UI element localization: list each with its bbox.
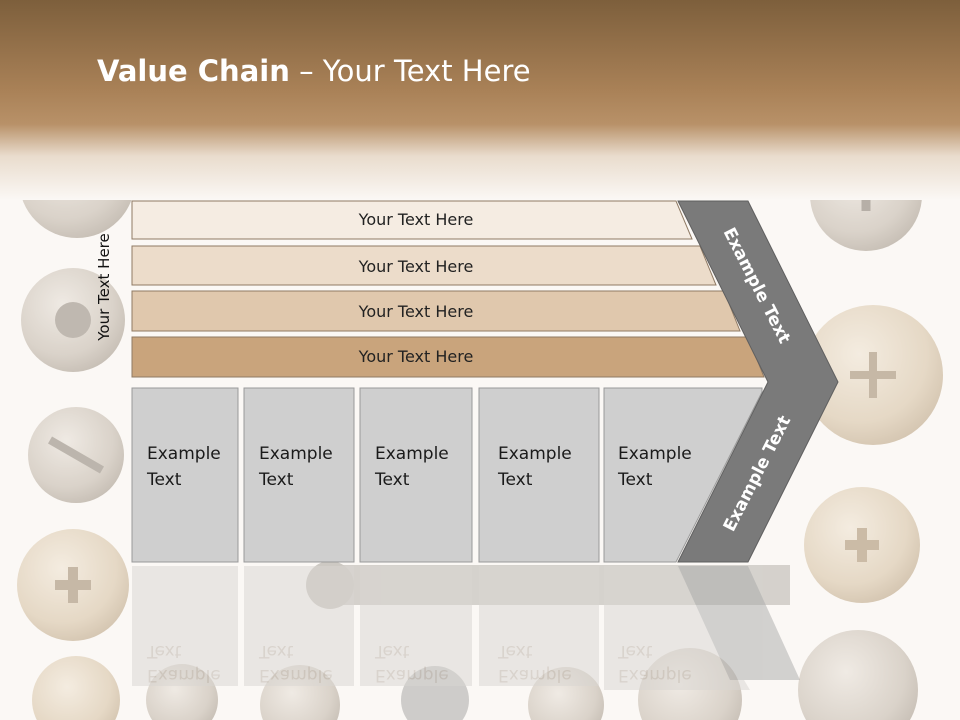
- reflection-text-5: Text: [374, 641, 410, 661]
- reflection: Text Example Text Example Text Example T…: [132, 566, 800, 690]
- title-rest: – Your Text Here: [289, 54, 531, 88]
- bar-3-label: Your Text Here: [358, 302, 474, 321]
- bar-1-label: Your Text Here: [358, 210, 474, 229]
- bar-1[interactable]: [131, 200, 693, 240]
- bar-2-label: Your Text Here: [358, 257, 474, 276]
- reflection-text-8: Example: [498, 665, 572, 685]
- box-5-line2: Text: [617, 470, 653, 490]
- box-2[interactable]: [243, 387, 355, 563]
- reflection-text-7: Text: [497, 641, 533, 661]
- reflection-text-9: Text: [617, 641, 653, 661]
- box-3-line2: Text: [374, 470, 410, 490]
- box-3[interactable]: [359, 387, 473, 563]
- box-1-line1: Example: [147, 444, 221, 464]
- reflection-text-3: Text: [258, 641, 294, 661]
- chevron-shape[interactable]: [677, 200, 839, 563]
- reflection-text-10: Example: [618, 665, 692, 685]
- title-bold: Value Chain: [97, 54, 290, 88]
- box-5[interactable]: [603, 387, 763, 563]
- reflection-text-2: Example: [147, 665, 221, 685]
- box-2-line1: Example: [259, 444, 333, 464]
- box-4-line1: Example: [498, 444, 572, 464]
- box-1[interactable]: [131, 387, 239, 563]
- bar-3[interactable]: [131, 290, 741, 332]
- reflection-text-4: Example: [259, 665, 333, 685]
- bar-4[interactable]: [131, 336, 765, 378]
- box-3-line1: Example: [375, 444, 449, 464]
- bar-2[interactable]: [131, 245, 717, 286]
- box-4[interactable]: [478, 387, 600, 563]
- box-2-line2: Text: [258, 470, 294, 490]
- box-5-line1: Example: [618, 444, 692, 464]
- reflection-text-1: Text: [146, 641, 182, 661]
- box-4-line2: Text: [497, 470, 533, 490]
- bar-4-label: Your Text Here: [358, 347, 474, 366]
- bars: Your Text Here Your Text Here Your Text …: [131, 200, 765, 378]
- reflection-text-6: Example: [375, 665, 449, 685]
- slide-title: Value Chain – Your Text Here: [97, 54, 531, 88]
- boxes: Example Text Example Text Example Text E…: [131, 387, 763, 563]
- box-1-line2: Text: [146, 470, 182, 490]
